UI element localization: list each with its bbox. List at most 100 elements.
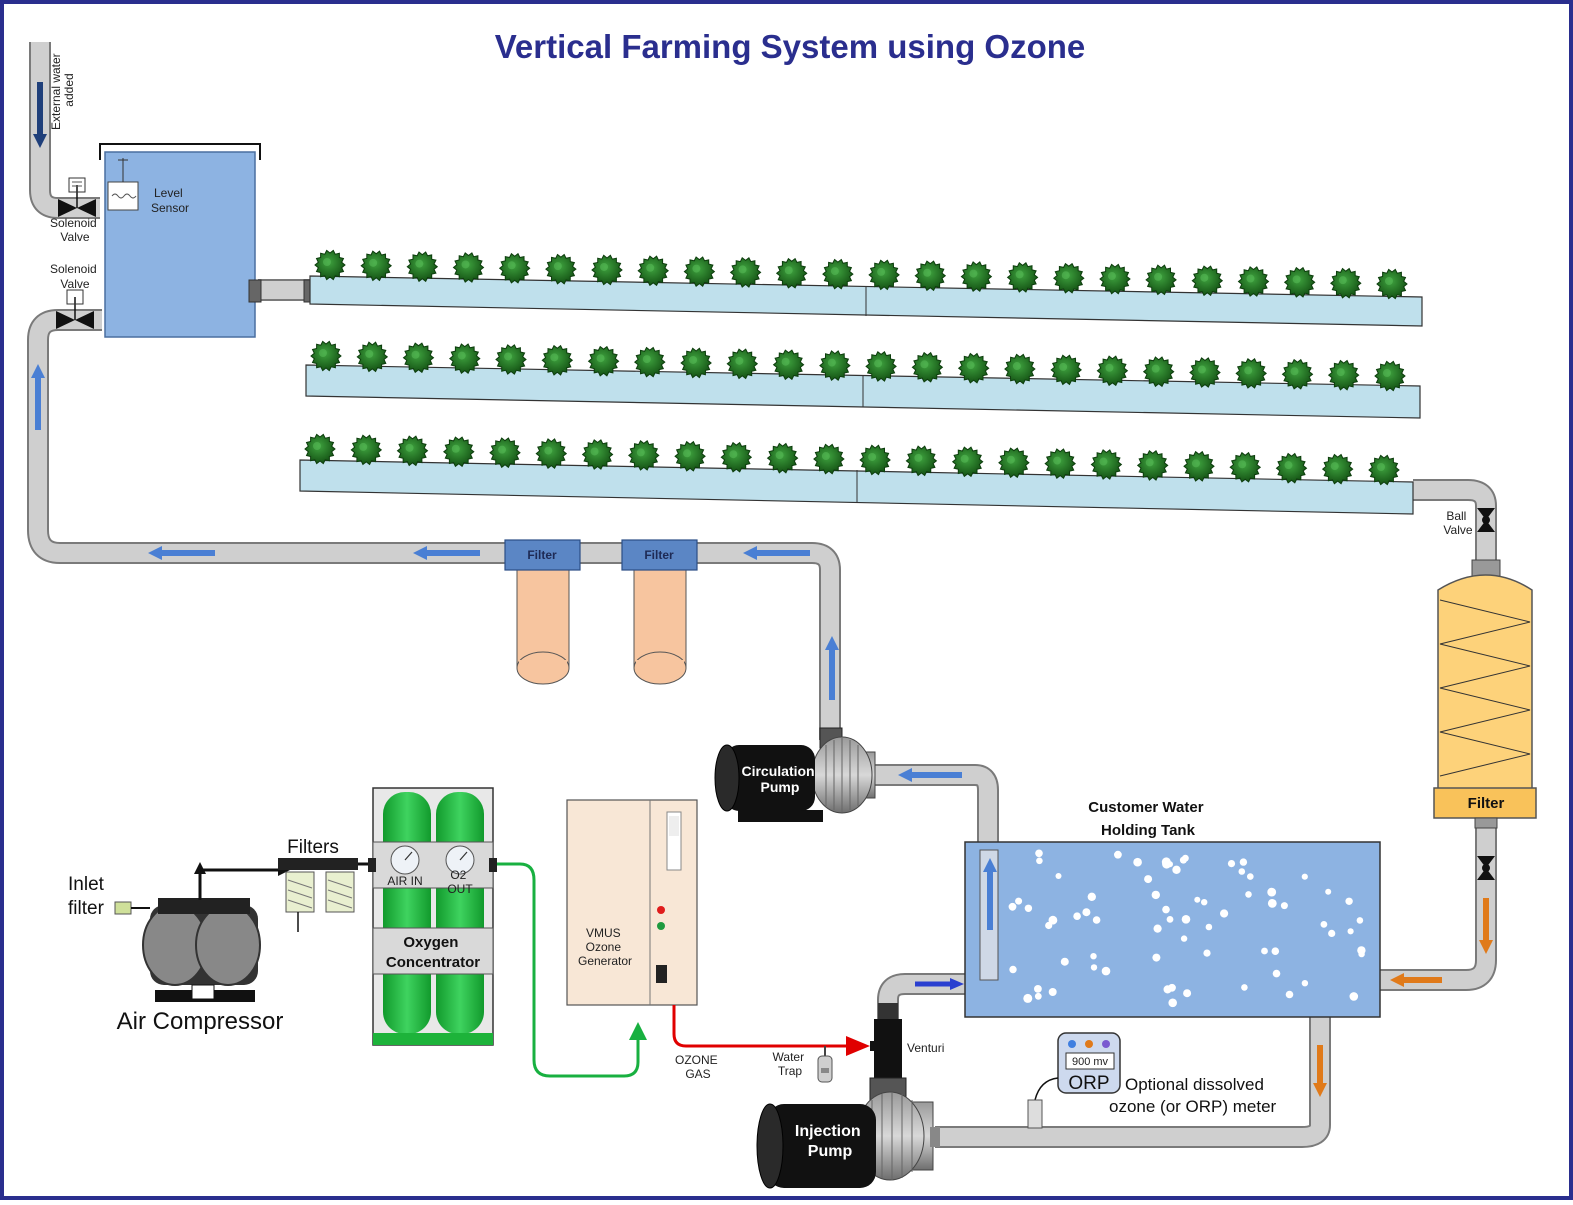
bubble-icon (1090, 964, 1098, 971)
bubble-icon (1060, 957, 1069, 966)
plant-icon (683, 256, 716, 287)
bubble-icon (1008, 902, 1017, 911)
cartridge-filter-right (621, 539, 698, 685)
ozone-gas-line (672, 1005, 848, 1048)
bubble-icon (1345, 897, 1353, 905)
plant-icon (1275, 452, 1308, 484)
bubble-icon (1356, 917, 1364, 924)
plant-icon (1374, 360, 1406, 392)
arrow-pump-up-icon (825, 636, 839, 700)
ozone-arrow-icon (846, 1036, 870, 1056)
bubble-icon (1285, 990, 1294, 999)
plant-icon (495, 344, 527, 375)
plant-icon (396, 435, 429, 467)
arrow-venturi-right-icon (915, 978, 964, 990)
bubble-icon (1101, 966, 1111, 976)
oxygen-concentrator-icon (368, 787, 497, 1046)
solenoid-valve-top-icon (58, 177, 96, 217)
tank-inlet-arrow-icon (983, 858, 997, 930)
plant-icon (591, 254, 623, 286)
ozone-bubbles (1008, 849, 1366, 1008)
bubble-icon (1301, 873, 1308, 880)
plant-icon (541, 344, 574, 376)
oxygen-line (497, 862, 640, 1078)
plant-icon (634, 346, 666, 378)
plant-icon (1090, 449, 1123, 480)
bubble-icon (1245, 891, 1252, 898)
bubble-icon (1163, 985, 1172, 994)
plant-icon (1330, 267, 1362, 299)
bubble-icon (1166, 916, 1174, 923)
plant-icon (1237, 266, 1270, 297)
arrow-tank-out-down-icon (1313, 1045, 1327, 1097)
level-sensor-icon (107, 158, 139, 211)
bubble-icon (1205, 923, 1213, 931)
plant-icon (545, 253, 577, 285)
bubble-icon (1247, 873, 1254, 880)
plant-icon (998, 447, 1030, 479)
diagram-title: Vertical Farming System using Ozone (495, 28, 1086, 65)
bubble-icon (1036, 857, 1043, 865)
air-filters-icon (278, 858, 374, 932)
bubble-icon (1183, 989, 1192, 998)
plant-icon (628, 440, 660, 471)
plant-icon (304, 433, 336, 465)
plant-icon (1053, 262, 1085, 294)
bubble-icon (1023, 993, 1033, 1003)
bubble-icon (1087, 892, 1097, 901)
plant-icon (1006, 262, 1039, 293)
cartridge-filter-left (504, 539, 581, 685)
bubble-icon (1194, 896, 1201, 903)
bubble-icon (1358, 950, 1365, 958)
injection-pump-label: Injection Pump (795, 1123, 865, 1160)
oxygen-concentrator-label: Oxygen Concentrator (386, 934, 480, 971)
plant-icon (402, 342, 435, 374)
plant-icon (905, 445, 938, 477)
bubble-icon (1055, 873, 1062, 879)
ozone-generator-icon (566, 799, 698, 1006)
bubble-icon (1048, 988, 1057, 996)
plant-icon (1183, 450, 1215, 482)
plant-icon (720, 441, 753, 473)
solenoid-valve-bottom-icon (56, 289, 94, 329)
arrow-into-tank-left-icon (1390, 973, 1442, 987)
arrow-external-down-icon (33, 82, 47, 148)
bubble-icon (1179, 856, 1187, 864)
bubble-icon (1241, 984, 1248, 991)
holding-tank-label: Customer Water Holding Tank (1088, 799, 1207, 839)
plant-icon (1044, 448, 1076, 479)
bubble-icon (1203, 949, 1211, 957)
bubble-icon (1153, 924, 1162, 933)
bubble-icon (1082, 908, 1091, 917)
orp-note-label: Optional dissolved ozone (or ORP) meter (1109, 1075, 1277, 1116)
solenoid-valve-2-label: Solenoid Valve (50, 262, 100, 291)
plant-icon (356, 341, 389, 373)
ball-valve-label: Ball Valve (1443, 509, 1472, 537)
level-sensor-label: Level Sensor (151, 186, 189, 215)
bubble-icon (1267, 887, 1277, 897)
arrow-left-2-icon (413, 546, 480, 560)
cartridge-filter-right-label: Filter (644, 548, 674, 562)
plant-icon (1136, 450, 1169, 481)
plant-icon (1189, 357, 1221, 388)
bubble-icon (1227, 860, 1236, 868)
air-compressor-icon (142, 862, 290, 1002)
plant-icon (1050, 354, 1082, 386)
bubble-icon (1009, 965, 1017, 974)
plant-icon (729, 257, 762, 288)
plant-icon (1281, 358, 1314, 390)
water-trap-icon (817, 1046, 833, 1083)
plant-icon (822, 258, 854, 290)
plant-icon (1235, 358, 1267, 389)
orp-reading: 900 mv (1072, 1056, 1109, 1068)
solenoid-valve-1-label: Solenoid Valve (50, 216, 100, 244)
bubble-icon (1325, 888, 1332, 895)
bubble-icon (1301, 980, 1309, 987)
plant-icon (957, 352, 990, 384)
bubble-icon (1092, 916, 1101, 924)
plant-icon (452, 252, 485, 283)
plant-icon (766, 442, 799, 474)
plant-icon (859, 444, 891, 476)
arrow-to-pump-left-icon (898, 768, 962, 782)
